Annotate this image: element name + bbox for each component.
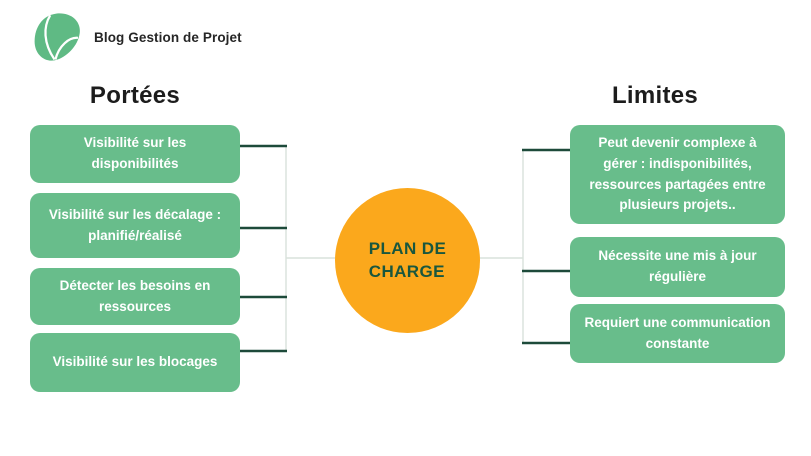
limit-node-complexe: Peut devenir complexe à gérer : indispon… [570, 125, 785, 224]
connector-tree-left [285, 146, 335, 351]
brand-name: Blog Gestion de Projet [94, 29, 242, 45]
brand: Blog Gestion de Projet [32, 12, 242, 62]
connector-tree-right [480, 150, 524, 343]
scope-node-besoins: Détecter les besoins en ressources [30, 268, 240, 325]
leaf-logo-icon [34, 13, 80, 61]
central-node-label: PLAN DE CHARGE [368, 238, 447, 281]
limit-node-communication: Requiert une communication constante [570, 304, 785, 363]
right-column-title: Limites [611, 82, 699, 109]
limit-node-mise-a-jour: Nécessite une mis à jour régulière [570, 237, 785, 297]
scope-node-decalage: Visibilité sur les décalage : planifié/r… [30, 193, 240, 258]
central-node-plan-de-charge: PLAN DE CHARGE [335, 188, 480, 333]
scope-node-blocages: Visibilité sur les blocages [30, 333, 240, 392]
scope-node-disponibilites: Visibilité sur les disponibilités [30, 125, 240, 183]
left-column-title: Portées [89, 82, 181, 109]
